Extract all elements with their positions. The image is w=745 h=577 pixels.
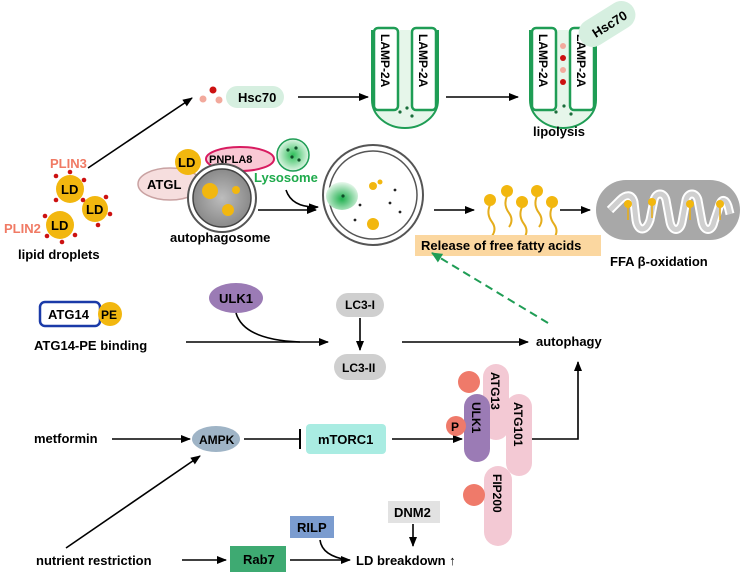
autophagosome-vesicle: [192, 168, 252, 228]
fatty-acid-heads: [484, 185, 558, 208]
dashed-arrow-autophagy-to-lysosome: [431, 252, 549, 324]
lamp2a-receptor-closed: LAMP-2A LAMP-2A: [371, 26, 439, 129]
hsc70-complex: Hsc70: [199, 86, 284, 108]
lamp2a-receptor-open: LAMP-2A LAMP-2A Hsc70: [529, 0, 636, 129]
atg14-label: ATG14: [48, 307, 90, 322]
phosphate-label: P: [451, 420, 459, 434]
ampk-label: AMPK: [199, 433, 235, 447]
plin2-label: PLIN2: [4, 221, 41, 236]
ld-label: LD: [51, 218, 68, 233]
ld-breakdown-label: LD breakdown ↑: [356, 553, 456, 568]
atgl-label: ATGL: [147, 177, 181, 192]
pe-circle: [98, 302, 122, 326]
ulk1-joining-curve: [235, 312, 301, 343]
atg101-box: [506, 394, 532, 476]
arrow-lysosome-fusion: [285, 189, 319, 212]
rilp-joining-curve: [319, 539, 349, 561]
arrow-nutrient-to-ampk: [65, 455, 201, 549]
mtorc1-box: [306, 424, 386, 454]
ld-bubble: [175, 149, 201, 175]
release-ffa-label: Release of free fatty acids: [421, 238, 581, 253]
plin-protein-dots: [42, 169, 113, 245]
lysosome-vesicle: [276, 138, 310, 172]
dnm2-label: DNM2: [394, 505, 431, 520]
lamp2a-label: LAMP-2A: [378, 34, 392, 88]
mitochondrion: [596, 180, 740, 240]
atg14-pe-complex: ATG14 PE ATG14-PE binding: [34, 300, 147, 353]
lc3-ii-label: LC3-II: [342, 361, 375, 375]
phospho-site: [458, 371, 480, 393]
ld-label: LD: [178, 155, 195, 170]
fip200-label: FIP200: [490, 474, 504, 513]
lipid-droplet-top: LD: [56, 175, 84, 203]
free-fatty-acids: [487, 195, 558, 239]
lamp2a-label: LAMP-2A: [536, 34, 550, 88]
autophagy-label: autophagy: [536, 334, 602, 349]
ulk1-label: ULK1: [469, 402, 483, 434]
atg101-label: ATG101: [511, 402, 525, 447]
hsc70-box: [226, 86, 284, 108]
rab7-label: Rab7: [243, 552, 275, 567]
lc3-i-box: [336, 293, 384, 317]
ffa-release-box: [415, 235, 601, 256]
dnm2-box: [388, 501, 440, 523]
autolysosome: [322, 144, 424, 246]
autophagosome-label: autophagosome: [170, 230, 270, 245]
hsc70-label: Hsc70: [238, 90, 276, 105]
ulk1-complex: ATG13 ATG101 ULK1 P FIP200: [446, 364, 532, 546]
ampk-ellipse: [192, 426, 240, 452]
lipid-droplet-left: LD: [46, 211, 74, 239]
autophagosome-group: ATGL LD PNPLA8 autophagosome: [137, 146, 275, 245]
rilp-label: RILP: [297, 520, 327, 535]
plin3-label: PLIN3: [50, 156, 87, 171]
phospho-site: [463, 484, 485, 506]
hsc70-box: [578, 0, 636, 48]
lipolysis-label: lipolysis: [533, 124, 585, 139]
atg13-label: ATG13: [488, 372, 502, 410]
lipid-droplet-cluster: PLIN3 PLIN2 LD LD LD lipid droplets: [4, 156, 113, 262]
lc3-i-label: LC3-I: [345, 298, 375, 312]
lc3-ii-box: [334, 354, 386, 380]
lysosome-label: Lysosome: [254, 170, 318, 185]
lipid-droplet-right: LD: [82, 196, 108, 222]
fip200-box: [484, 466, 512, 546]
ld-label: LD: [86, 202, 103, 217]
lipid-droplets-label: lipid droplets: [18, 247, 100, 262]
arrow-ulk1-complex-to-autophagy: [532, 361, 582, 440]
arrow-ld-to-cma: [87, 97, 193, 169]
lamp2a-label: LAMP-2A: [574, 34, 588, 88]
ulk1-complex-box: [464, 394, 490, 462]
mtorc1-label: mTORC1: [318, 432, 373, 447]
phosphate-circle: [446, 416, 466, 436]
lysosome-group: Lysosome: [254, 138, 319, 212]
lamp2a-label: LAMP-2A: [416, 34, 430, 88]
pe-label: PE: [101, 308, 117, 322]
ulk1-label: ULK1: [219, 291, 253, 306]
nutrient-restriction-label: nutrient restriction: [36, 553, 152, 568]
metformin-label: metformin: [34, 431, 98, 446]
rilp-box: [290, 516, 334, 538]
ld-label: LD: [61, 182, 78, 197]
rab7-box: [230, 546, 286, 572]
ulk1-ellipse: [209, 283, 263, 313]
atg14-pe-binding-label: ATG14-PE binding: [34, 338, 147, 353]
ffa-oxidation-label: FFA β-oxidation: [610, 254, 708, 269]
lc3-conversion: LC3-I LC3-II: [334, 293, 386, 380]
pnpla8-label: PNPLA8: [209, 154, 252, 166]
